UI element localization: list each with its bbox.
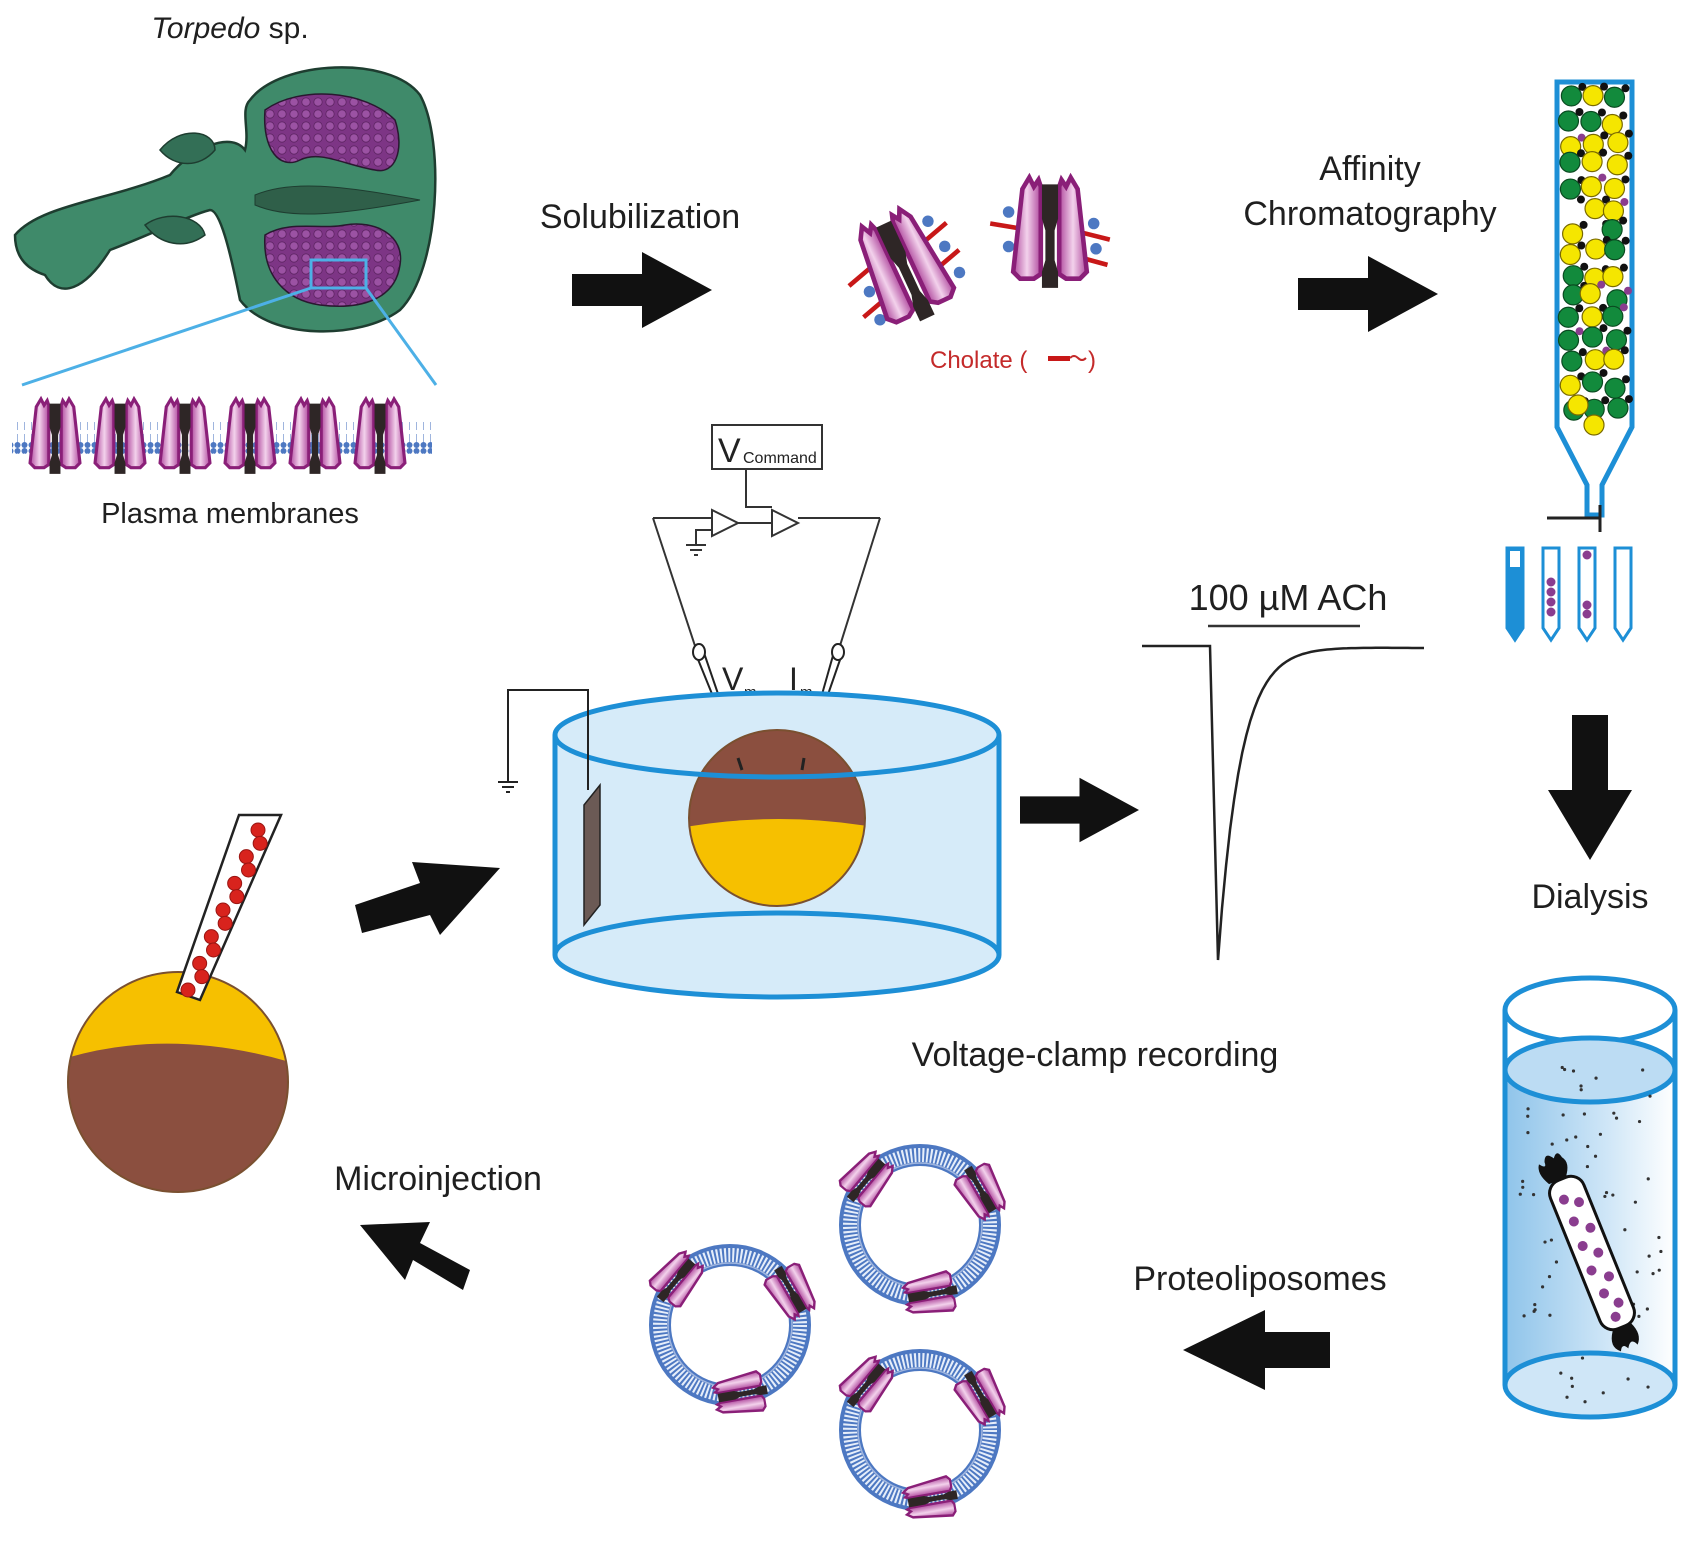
receptor-icon <box>158 397 212 476</box>
arrow-down-icon <box>1548 715 1632 860</box>
ach-current-trace: 100 µM ACh Voltage-clamp recording <box>912 577 1424 1074</box>
arrow-left-icon <box>1183 1310 1330 1390</box>
proteoliposome <box>833 1144 1013 1320</box>
arrow-right-icon <box>572 252 712 328</box>
dialysis-step: Dialysis <box>1531 715 1649 916</box>
receptor-icon <box>28 397 82 476</box>
bath-ground-electrode <box>498 689 601 928</box>
collection-tubes <box>1505 546 1633 643</box>
v-command-label: V <box>718 432 741 470</box>
arrow-right-icon <box>1298 256 1438 332</box>
arrow-up-right-icon <box>355 862 500 935</box>
proteoliposomes-step: Proteoliposomes <box>1133 1260 1387 1390</box>
zoom-region-box <box>309 258 368 290</box>
receptor-icon <box>288 397 342 476</box>
ach-stimulus-label: 100 µM ACh <box>1189 577 1388 618</box>
proteoliposomes-label: Proteoliposomes <box>1133 1260 1386 1298</box>
torpedo-fish-illustration: Torpedo sp. <box>13 12 438 387</box>
receptor-icon <box>93 397 147 476</box>
voltage-clamp-circuit: V Command V m I m <box>652 424 881 759</box>
current-trace-line <box>1142 644 1424 961</box>
amplifier-2-icon <box>771 508 801 538</box>
organism-label: Torpedo sp. <box>151 12 308 45</box>
affinity-label-line1: Affinity <box>1319 150 1420 188</box>
chromatography-column <box>1505 79 1635 643</box>
im-label: I <box>789 661 798 697</box>
dialysis-bag <box>1538 1153 1639 1352</box>
solubilization-label: Solubilization <box>540 198 740 236</box>
dialysis-label: Dialysis <box>1531 878 1648 916</box>
injected-oocyte <box>67 813 289 1193</box>
microinjection-step: Microinjection <box>334 1160 542 1290</box>
voltage-clamp-label: Voltage-clamp recording <box>912 1036 1279 1074</box>
arrow-up-left-icon <box>360 1222 470 1290</box>
v-command-subscript: Command <box>743 450 817 467</box>
cholate-glyph <box>1048 356 1070 361</box>
cholate-label: Cholate ( <box>930 347 1027 374</box>
recording-bath <box>498 689 1002 1000</box>
microinjection-label: Microinjection <box>334 1160 542 1198</box>
injection-needle <box>175 813 283 1002</box>
ground-icon <box>686 544 706 556</box>
solubilization-step: Solubilization <box>540 198 740 328</box>
proteoliposome-vesicles <box>643 1144 1013 1525</box>
affinity-label-line2: Chromatography <box>1243 195 1496 233</box>
receptor-icon <box>223 397 277 476</box>
plasma-membranes-label: Plasma membranes <box>101 498 359 530</box>
plasma-membrane-strip: Plasma membranes <box>12 397 432 530</box>
affinity-chromatography-step: Affinity Chromatography <box>1243 150 1497 332</box>
solubilized-receptors: Cholate ( ) <box>829 178 1111 374</box>
cholate-label-close: ) <box>1088 347 1096 374</box>
receptor-icon <box>353 397 407 476</box>
vm-label: V <box>722 661 744 697</box>
proteoliposome <box>643 1244 823 1420</box>
dialysis-beaker <box>1502 975 1678 1420</box>
ground-icon <box>498 781 518 793</box>
arrow-right-icon <box>1020 777 1139 843</box>
amplifier-1-icon <box>711 508 741 538</box>
proteoliposome <box>833 1349 1013 1525</box>
